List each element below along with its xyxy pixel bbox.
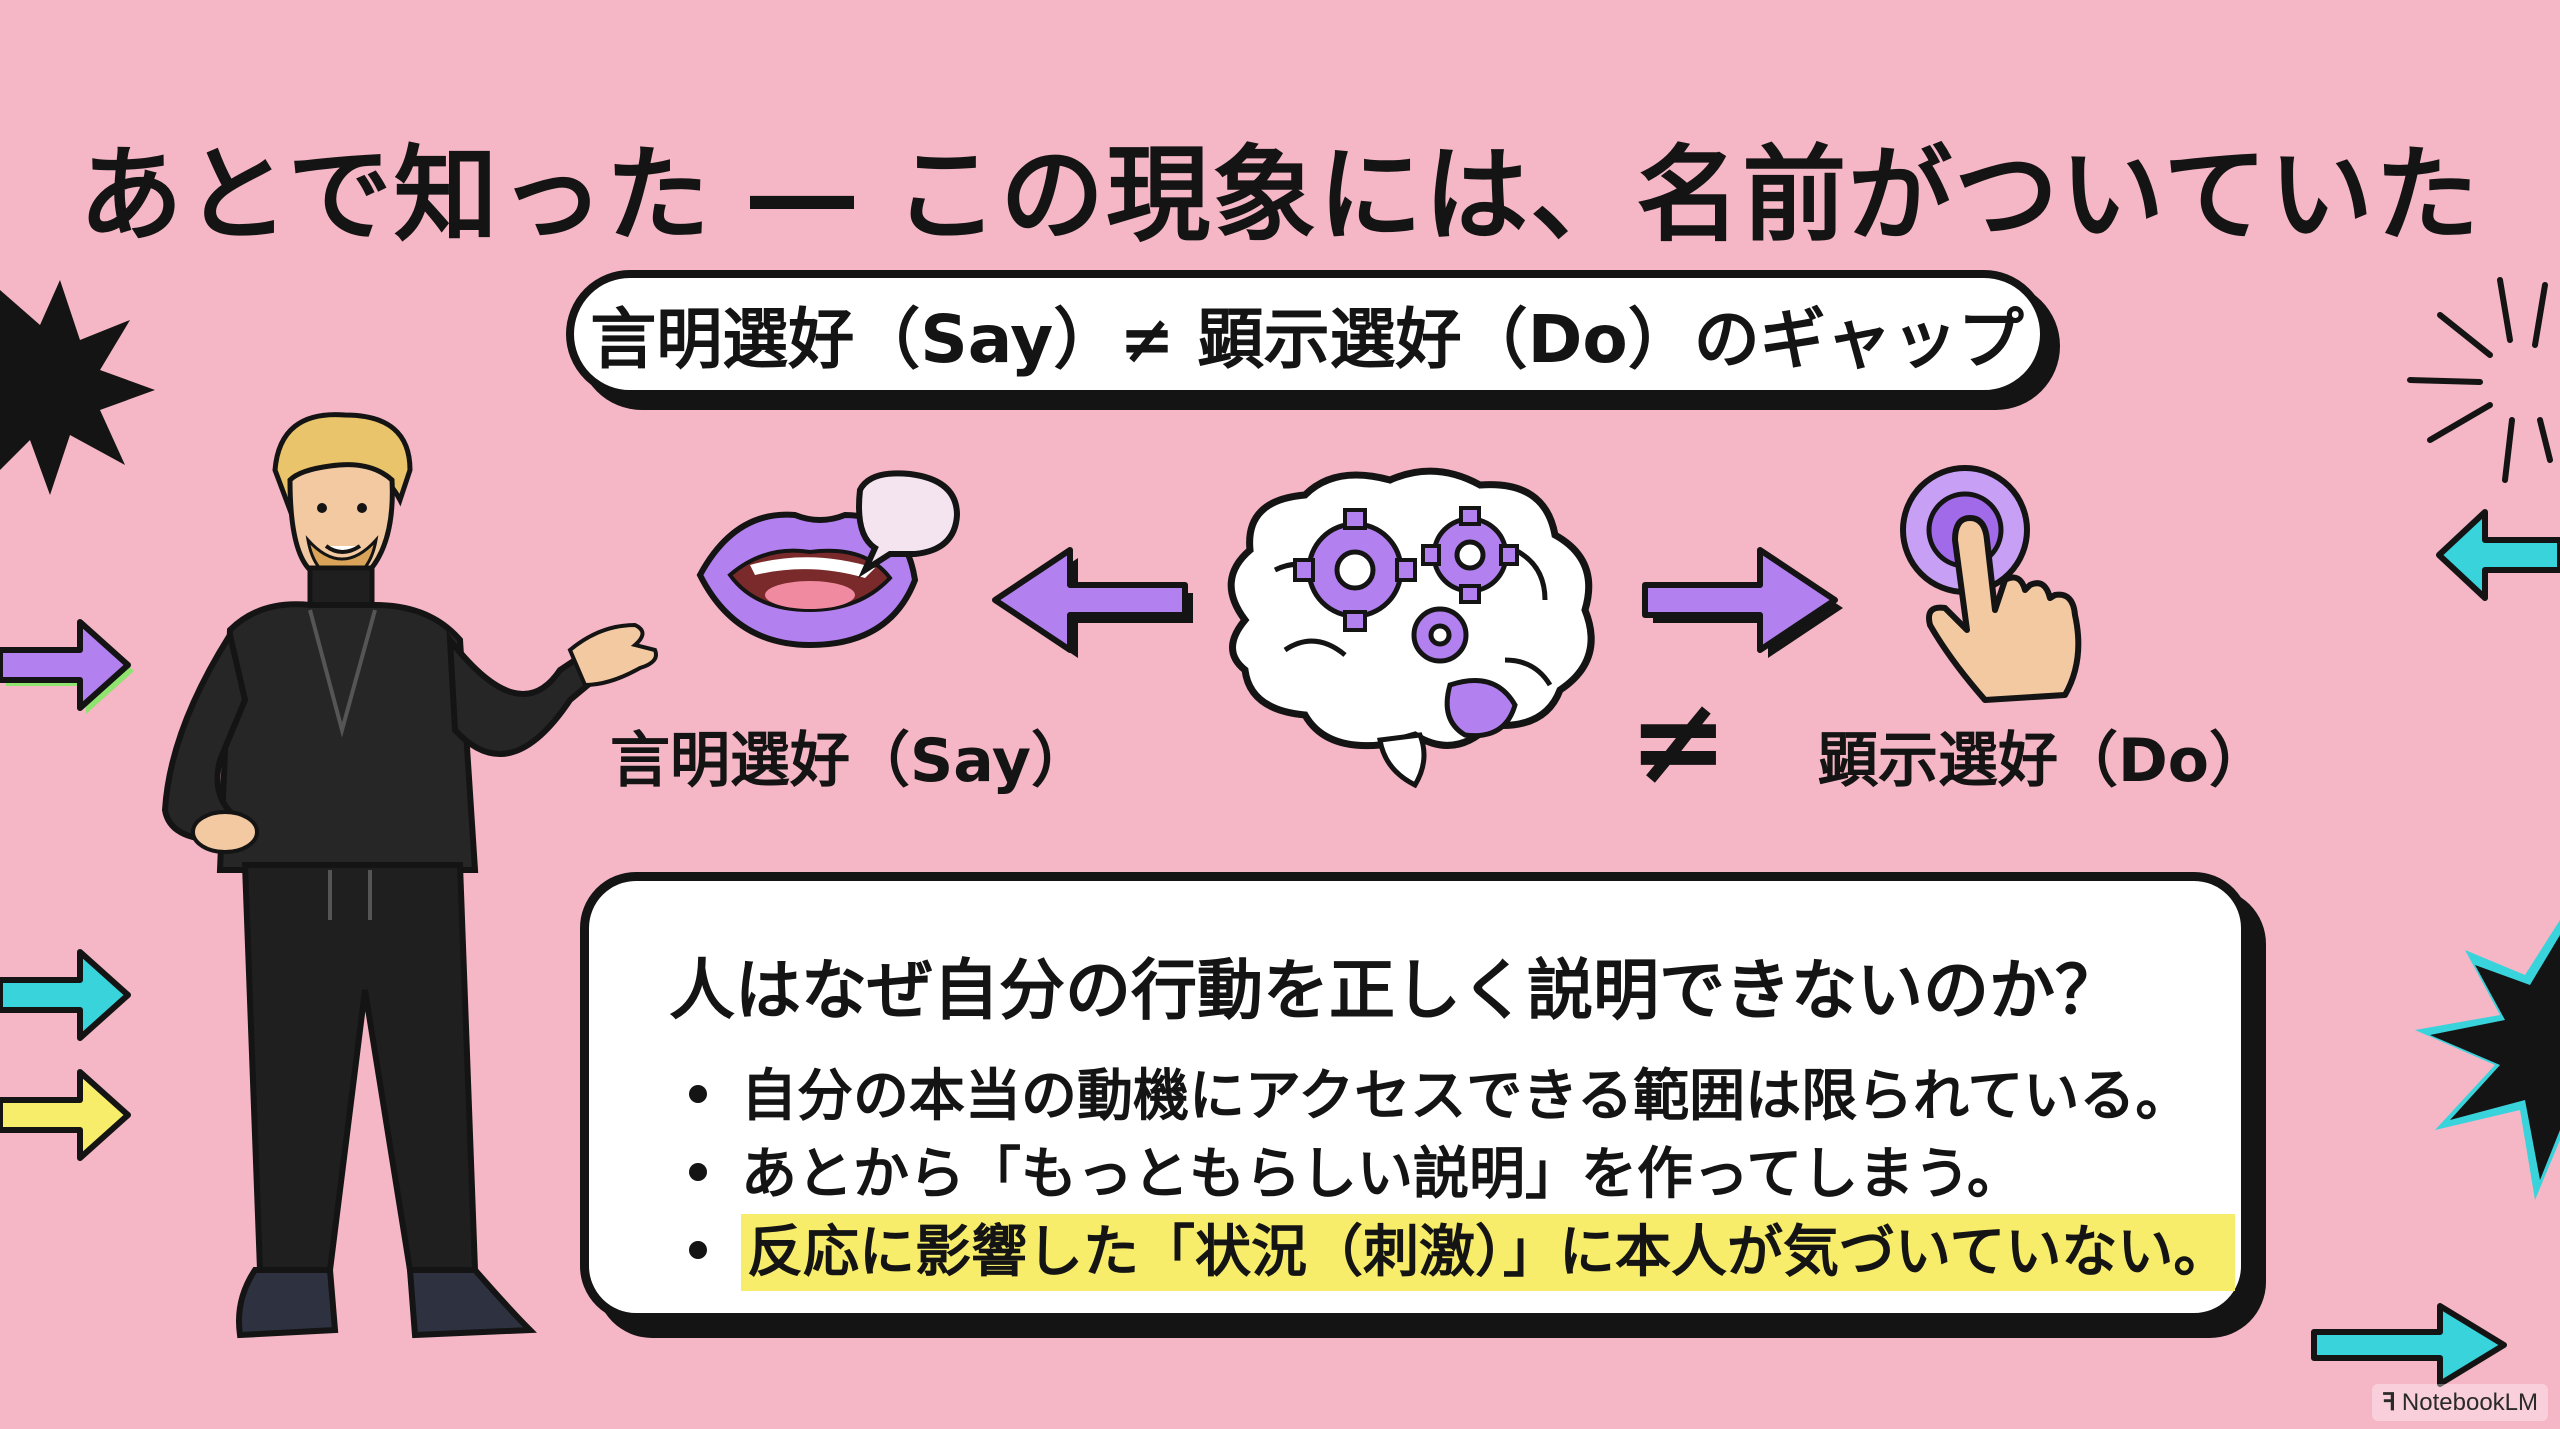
do-label: 顕示選好（Do） [1818,726,2270,796]
subtitle-pill: 言明選好（Say）≠ 顕示選好（Do）のギャップ [566,270,2048,398]
sparkle-lines-icon [2407,277,2553,483]
arrow-right-cyan-icon [0,949,131,1041]
bullet-item-highlighted: 反応に影響した「状況（刺激）」に本人が気づいていない。 [689,1207,2236,1291]
bullet-dot-icon [689,1084,707,1103]
arrow-right-purple-icon [0,619,134,714]
bullet-dot-icon [689,1162,707,1181]
subtitle-text: 言明選好（Say）≠ 顕示選好（Do）のギャップ [590,301,2024,378]
card-question: 人はなぜ自分の行動を正しく説明できないのか？ [669,952,2121,1029]
neq-symbol: ≠ [1628,672,1729,811]
bullet-item: 自分の本当の動機にアクセスできる範囲は限られている。 [689,1051,2191,1132]
bullet-dot-icon [689,1240,707,1259]
tap-hand-icon [1900,465,2082,703]
starburst-left-icon [0,280,155,495]
highlighted-text: 反応に影響した「状況（刺激）」に本人が気づいていない。 [741,1214,2236,1291]
arrow-right-yellow-icon [0,1069,131,1161]
arrow-right-cyan-bottom-icon [2311,1303,2507,1387]
mouth-speech-icon [696,470,961,649]
say-label: 言明選好（Say） [610,726,1091,796]
arrow-left-cyan-icon [2436,509,2560,601]
arrow-right-purple-diagram-icon [1642,547,1843,658]
page-title: あとで知った ― この現象には、名前がついていた [78,134,2482,256]
explanation-card: 人はなぜ自分の行動を正しく説明できないのか？ 自分の本当の動機にアクセスできる範… [580,872,2250,1322]
notebooklm-logo-icon: ꟻ [2382,1389,2396,1416]
brain-gears-icon [1227,467,1595,789]
presenter-illustration [161,412,658,1339]
arrow-left-purple-icon [992,547,1193,658]
starburst-right-icon [2415,920,2560,1200]
bullet-item: あとから「もっともらしい説明」を作ってしまう。 [689,1129,2023,1210]
